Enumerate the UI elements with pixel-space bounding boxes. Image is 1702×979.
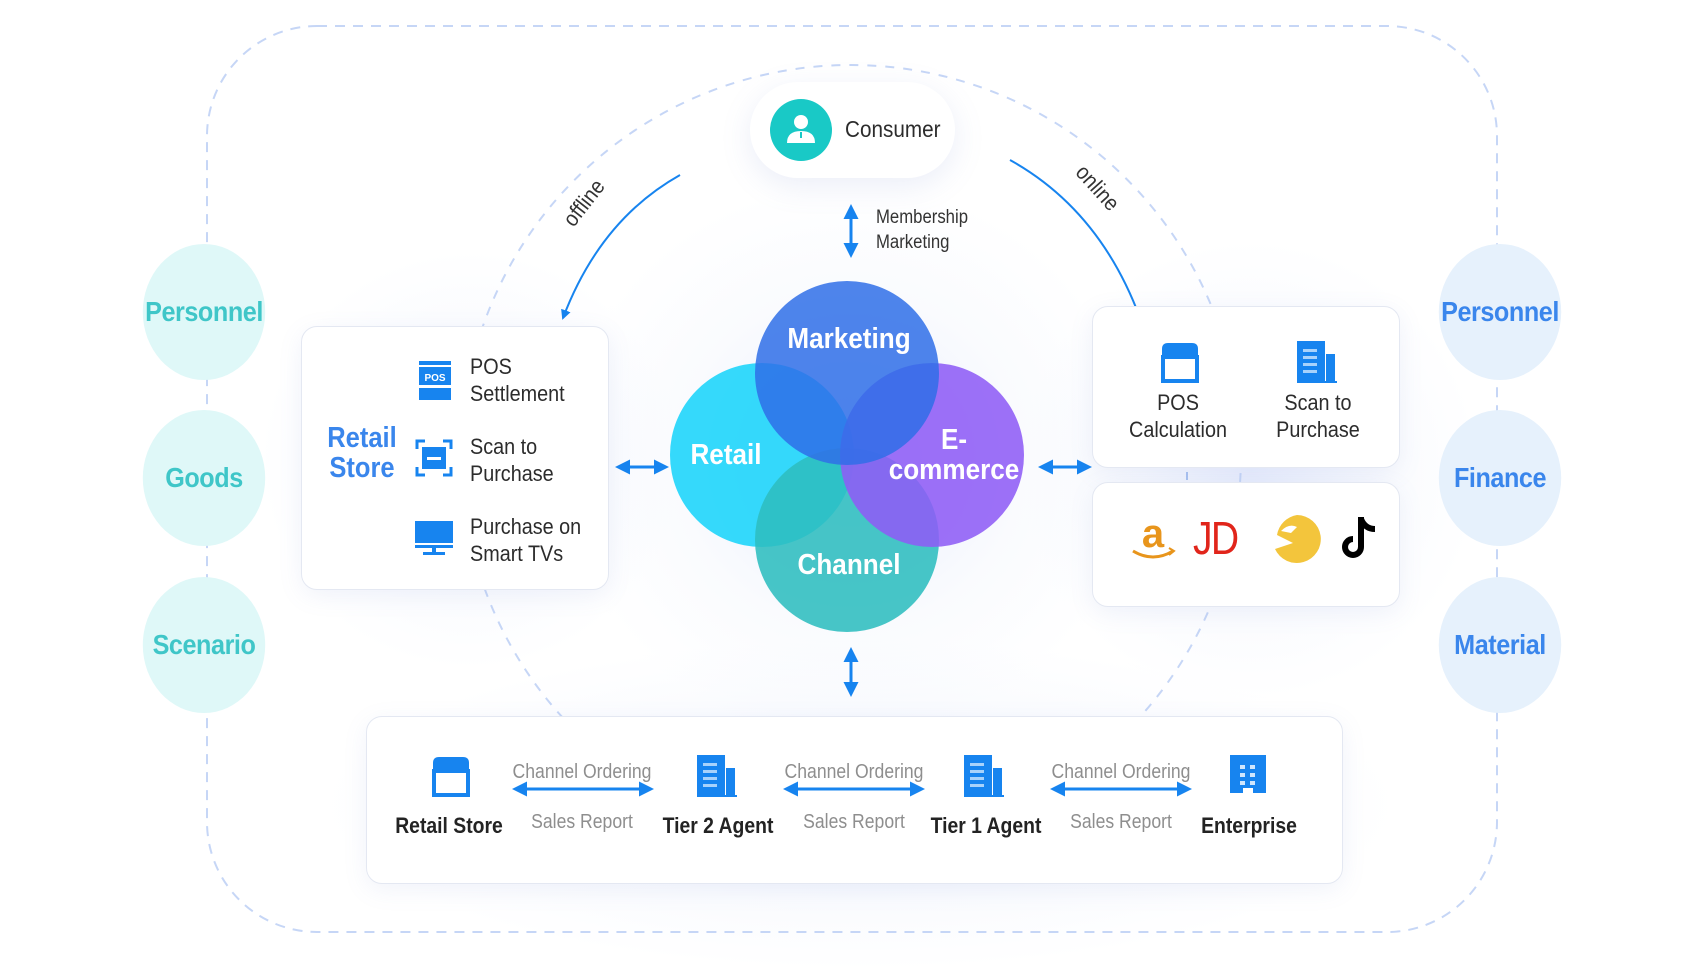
dimension-personnel: Personnel [1438,244,1562,380]
title-line: Retail [327,422,397,454]
sales-report-label: Sales Report [531,811,633,833]
pos-settlement-label: POS Settlement [470,353,565,407]
smart-tv-label: Purchase on Smart TVs [470,513,581,567]
label-line: Purchase [470,461,554,486]
svg-text:POS: POS [424,373,445,384]
amazon-logo-icon: a [1129,512,1177,568]
label-line: Settlement [470,381,565,406]
building-icon [964,755,1004,802]
scan-icon [415,439,453,482]
online-card: POS Calculation Scan to Purchase [1092,306,1400,468]
online-arrow [1009,159,1142,320]
user-icon [770,99,832,161]
label-line: commerce [888,454,1020,486]
scan-to-purchase-label: Scan to Purchase [470,433,554,487]
building-icon [697,755,737,802]
chain-node-tier2-agent: Tier 2 Agent [662,813,774,838]
title-line: Store [329,452,395,484]
platforms-card: a JD [1092,482,1400,607]
label-line: Calculation [1129,417,1227,442]
building-icon [1297,341,1337,388]
chain-node-retail-store: Retail Store [395,813,503,838]
venn-label-marketing: Marketing [787,323,911,355]
membership-marketing-label: Membership Marketing [876,205,968,255]
chain-node-tier1-agent: Tier 1 Agent [930,813,1042,838]
offline-arrow [561,174,681,320]
label-line: POS [1157,390,1199,415]
store-icon [1160,343,1200,388]
label-line: Smart TVs [470,541,564,566]
channel-chain-card: Retail Store Tier 2 Agent Tier 1 Agent [366,716,1343,884]
label-line: E- [940,424,968,456]
sales-report-label: Sales Report [1070,811,1172,833]
meituan-logo-icon [1271,513,1323,570]
chain-arrows [512,781,1192,797]
tiktok-logo-icon [1341,515,1381,568]
channel-ordering-label: Channel Ordering [784,761,924,783]
membership-line: Membership [876,207,969,228]
venn-label-channel: Channel [797,549,901,581]
dimension-material: Material [1438,577,1562,713]
office-icon [1230,755,1266,800]
chain-node-enterprise: Enterprise [1201,813,1297,838]
tv-icon [415,521,453,560]
venn-label-ecommerce: E- commerce [889,425,1020,485]
dimension-scenario: Scenario [142,577,266,713]
store-icon [431,757,471,802]
label-line: Scan to [470,434,538,459]
sales-report-label: Sales Report [803,811,905,833]
label-line: Purchase [1276,417,1360,442]
channel-ordering-label: Channel Ordering [512,761,652,783]
dimension-personnel: Personnel [142,244,266,380]
amazon-glyph: a [1142,513,1165,556]
dimension-finance: Finance [1438,410,1562,546]
pos-icon: POS [419,361,451,406]
pos-calculation-label: POS Calculation [1120,389,1237,443]
jd-logo-icon: JD [1193,512,1239,564]
label-line: POS [470,354,512,379]
scan-to-purchase-label: Scan to Purchase [1260,389,1377,443]
dimension-goods: Goods [142,410,266,546]
channel-ordering-label: Channel Ordering [1051,761,1191,783]
consumer-label: Consumer [845,116,941,142]
consumer-node: Consumer [750,82,955,178]
label-line: Purchase on [470,514,582,539]
venn-label-retail: Retail [690,439,762,471]
retail-store-card: Retail Store POS POS Settlement Scan to … [301,326,609,590]
retail-store-title: Retail Store [327,423,397,483]
label-line: Scan to [1284,390,1352,415]
marketing-line: Marketing [876,232,950,253]
